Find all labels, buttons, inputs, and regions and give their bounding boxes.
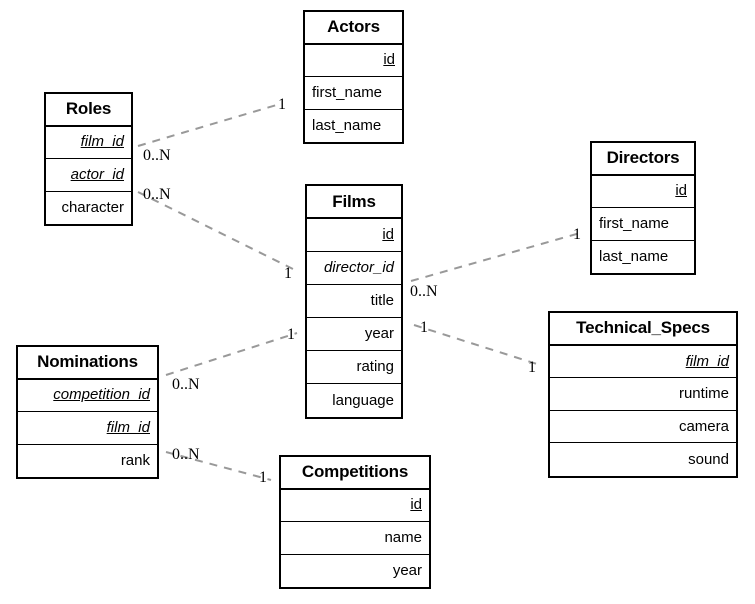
cardinality-nominations-films-to: 1 (287, 326, 295, 343)
attribute-label: id (383, 51, 395, 69)
attribute-label: language (332, 391, 394, 409)
attribute-label: film_id (80, 133, 124, 151)
attribute-label: film_id (106, 418, 150, 436)
attribute-label: competition_id (53, 386, 150, 404)
attribute-films-language[interactable]: language (307, 384, 401, 417)
attribute-label: runtime (678, 385, 729, 403)
attribute-roles-actor_id[interactable]: actor_id (46, 159, 131, 192)
attribute-films-id[interactable]: id (307, 219, 401, 252)
attribute-directors-id[interactable]: id (592, 176, 694, 208)
attribute-actors-first_name[interactable]: first_name (305, 77, 402, 110)
attribute-label: actor_id (70, 165, 124, 183)
attribute-label: last_name (599, 247, 669, 265)
attribute-label: title (370, 292, 394, 310)
entity-title-actors: Actors (305, 12, 402, 45)
attribute-nominations-competition_id[interactable]: competition_id (18, 380, 157, 412)
entity-title-films: Films (307, 186, 401, 219)
attribute-actors-id[interactable]: id (305, 45, 402, 77)
attribute-competitions-name[interactable]: name (281, 522, 429, 555)
attribute-label: name (384, 528, 422, 546)
cardinality-films-technical_specs-to: 1 (528, 359, 536, 376)
attribute-films-title[interactable]: title (307, 285, 401, 318)
attribute-label: character (61, 198, 124, 216)
entity-roles[interactable]: Roles film_id actor_id character (44, 92, 133, 226)
attribute-competitions-year[interactable]: year (281, 555, 429, 588)
cardinality-roles-films-from: 0..N (143, 186, 171, 203)
entity-title-competitions: Competitions (281, 457, 429, 490)
cardinality-films-directors-to: 1 (573, 226, 581, 243)
entity-title-nominations: Nominations (18, 347, 157, 380)
attribute-films-director_id[interactable]: director_id (307, 252, 401, 285)
relationship-line-films-directors (410, 232, 581, 282)
entity-title-technical_specs: Technical_Specs (550, 313, 736, 346)
relationship-line-nominations-films (165, 332, 298, 376)
attribute-roles-film_id[interactable]: film_id (46, 127, 131, 159)
attribute-technical_specs-runtime[interactable]: runtime (550, 378, 736, 411)
attribute-technical_specs-camera[interactable]: camera (550, 411, 736, 444)
attribute-actors-last_name[interactable]: last_name (305, 110, 402, 143)
attribute-label: rating (356, 358, 394, 376)
attribute-label: id (410, 496, 422, 514)
cardinality-nominations-films-from: 0..N (172, 376, 200, 393)
attribute-label: camera (678, 417, 729, 435)
entity-directors[interactable]: Directors id first_name last_name (590, 141, 696, 275)
attribute-technical_specs-film_id[interactable]: film_id (550, 346, 736, 379)
entity-title-roles: Roles (46, 94, 131, 127)
attribute-films-year[interactable]: year (307, 318, 401, 351)
attribute-films-rating[interactable]: rating (307, 351, 401, 384)
attribute-label: year (392, 561, 422, 579)
attribute-label: id (382, 226, 394, 244)
cardinality-nominations-competitions-from: 0..N (172, 446, 200, 463)
attribute-label: year (364, 325, 394, 343)
cardinality-films-technical_specs-from: 1 (420, 319, 428, 336)
attribute-nominations-film_id[interactable]: film_id (18, 412, 157, 445)
attribute-label: first_name (599, 214, 670, 232)
attribute-label: rank (120, 451, 150, 469)
cardinality-roles-films-to: 1 (284, 265, 292, 282)
attribute-label: first_name (312, 83, 383, 101)
attribute-label: director_id (323, 259, 394, 277)
attribute-label: film_id (685, 352, 729, 370)
cardinality-roles-actors-to: 1 (278, 96, 286, 113)
attribute-competitions-id[interactable]: id (281, 490, 429, 522)
relationship-line-roles-actors (137, 103, 281, 147)
attribute-roles-character[interactable]: character (46, 192, 131, 225)
entity-title-directors: Directors (592, 143, 694, 176)
relationship-line-films-technical_specs (413, 324, 538, 365)
attribute-technical_specs-sound[interactable]: sound (550, 443, 736, 476)
attribute-directors-last_name[interactable]: last_name (592, 241, 694, 274)
attribute-directors-first_name[interactable]: first_name (592, 208, 694, 241)
entity-competitions[interactable]: Competitions id name year (279, 455, 431, 589)
cardinality-nominations-competitions-to: 1 (259, 469, 267, 486)
cardinality-films-directors-from: 0..N (410, 283, 438, 300)
attribute-label: last_name (312, 116, 382, 134)
cardinality-roles-actors-from: 0..N (143, 147, 171, 164)
attribute-label: id (675, 182, 687, 200)
attribute-nominations-rank[interactable]: rank (18, 445, 157, 478)
attribute-label: sound (688, 450, 729, 468)
